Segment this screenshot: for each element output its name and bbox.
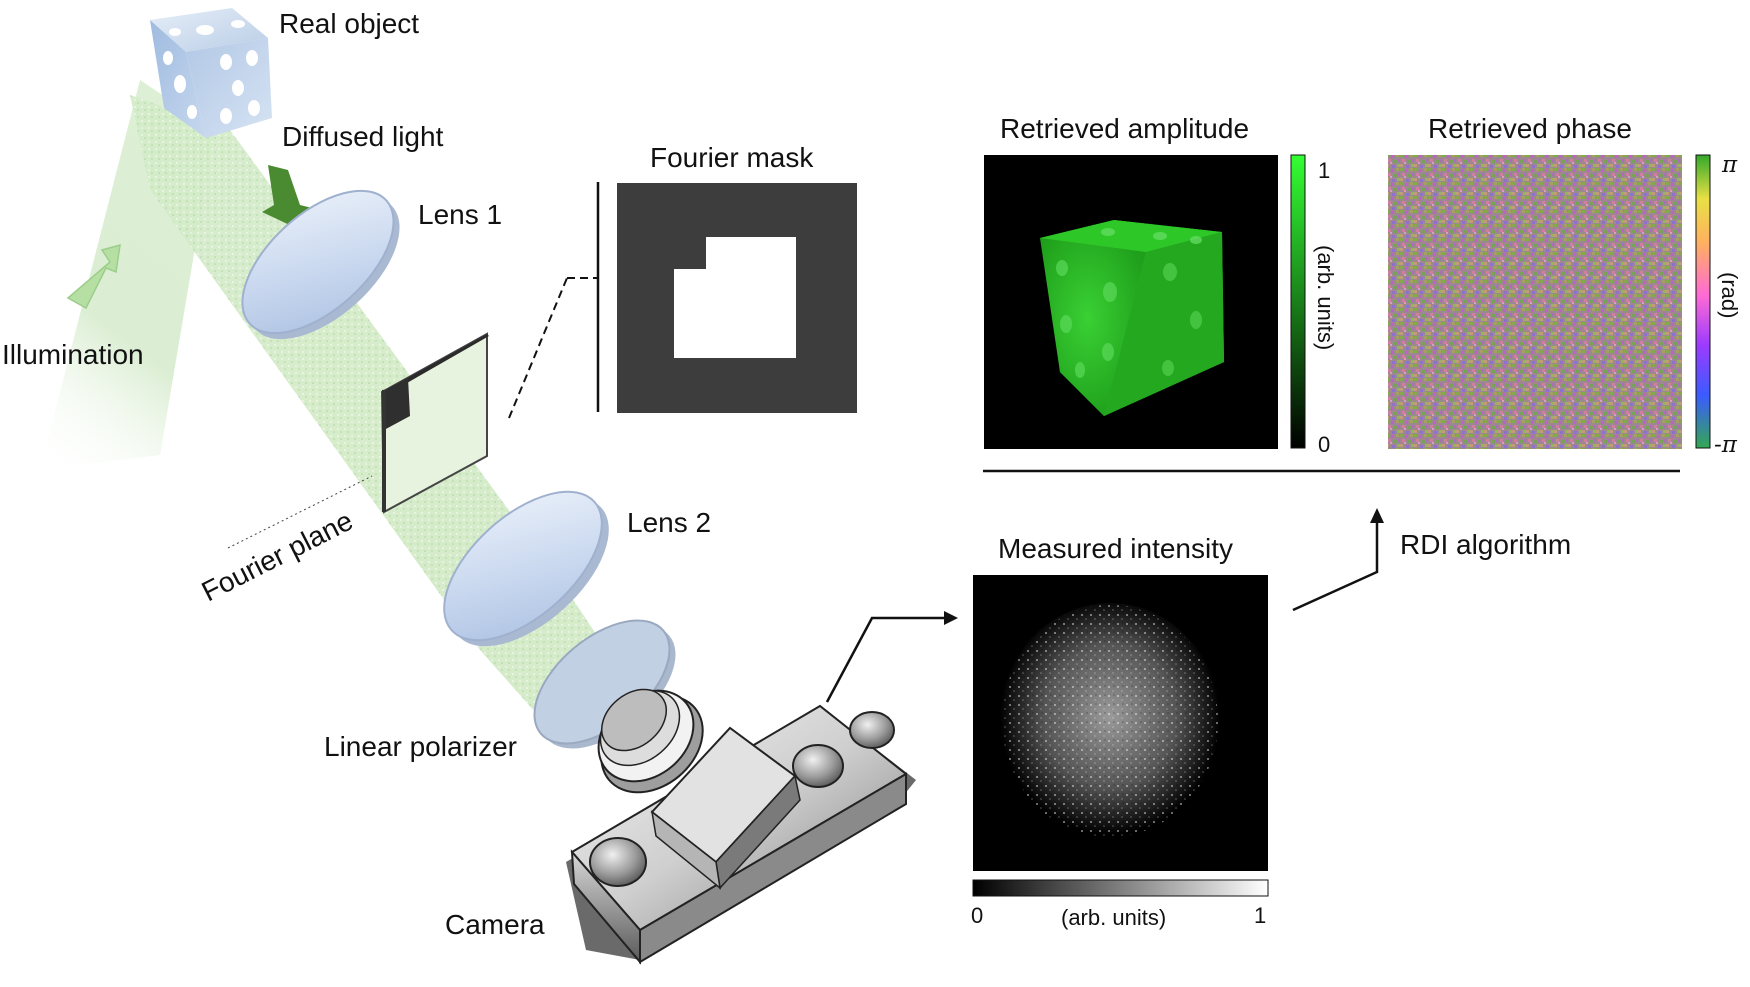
intensity-colorbar-max: 1 <box>1254 903 1266 928</box>
mask-zoom-connector <box>508 277 568 419</box>
illumination-arrow <box>66 243 121 310</box>
amplitude-colorbar-unit: (arb. units) <box>1313 245 1338 350</box>
fourier-plane-leader <box>227 475 373 549</box>
label-illumination: Illumination <box>2 339 144 370</box>
dice-icon <box>150 8 272 138</box>
intensity-colorbar-unit: (arb. units) <box>1061 905 1166 930</box>
intensity-colorbar-min: 0 <box>971 903 983 928</box>
label-camera: Camera <box>445 909 545 940</box>
fourier-plane-panel <box>380 332 489 514</box>
label-diffused-light: Diffused light <box>282 121 444 152</box>
camera-icon <box>566 688 916 965</box>
label-fourier-plane: Fourier plane <box>197 505 358 608</box>
diffused-light-arrow <box>262 165 312 228</box>
retrieved-amplitude-image <box>984 155 1278 449</box>
phase-colorbar <box>1695 154 1711 449</box>
label-linear-polarizer: Linear polarizer <box>324 731 517 762</box>
label-lens-1: Lens 1 <box>418 199 502 230</box>
label-fourier-mask: Fourier mask <box>650 142 814 173</box>
intensity-colorbar <box>972 879 1269 897</box>
label-real-object: Real object <box>279 8 419 39</box>
amplitude-colorbar-min: 0 <box>1318 432 1330 457</box>
label-measured-intensity: Measured intensity <box>998 533 1233 564</box>
label-lens-2: Lens 2 <box>627 507 711 538</box>
label-retrieved-phase: Retrieved phase <box>1428 113 1632 144</box>
retrieved-phase-image <box>1388 155 1682 449</box>
rdi-arrow <box>1292 520 1379 612</box>
label-rdi-algorithm: RDI algorithm <box>1400 529 1571 560</box>
fourier-mask-image <box>617 183 857 413</box>
measured-intensity-image <box>973 575 1268 871</box>
phase-colorbar-max: π <box>1721 152 1738 178</box>
amplitude-colorbar <box>1290 154 1306 449</box>
label-retrieved-amplitude: Retrieved amplitude <box>1000 113 1249 144</box>
lens-1 <box>241 189 400 340</box>
phase-colorbar-min: -π <box>1714 432 1738 458</box>
phase-colorbar-unit: (rad) <box>1717 272 1742 318</box>
amplitude-colorbar-max: 1 <box>1318 158 1330 183</box>
fourier-plane-mask-corner <box>382 378 410 430</box>
lens-2 <box>443 490 609 647</box>
camera-output-arrow <box>825 616 948 703</box>
